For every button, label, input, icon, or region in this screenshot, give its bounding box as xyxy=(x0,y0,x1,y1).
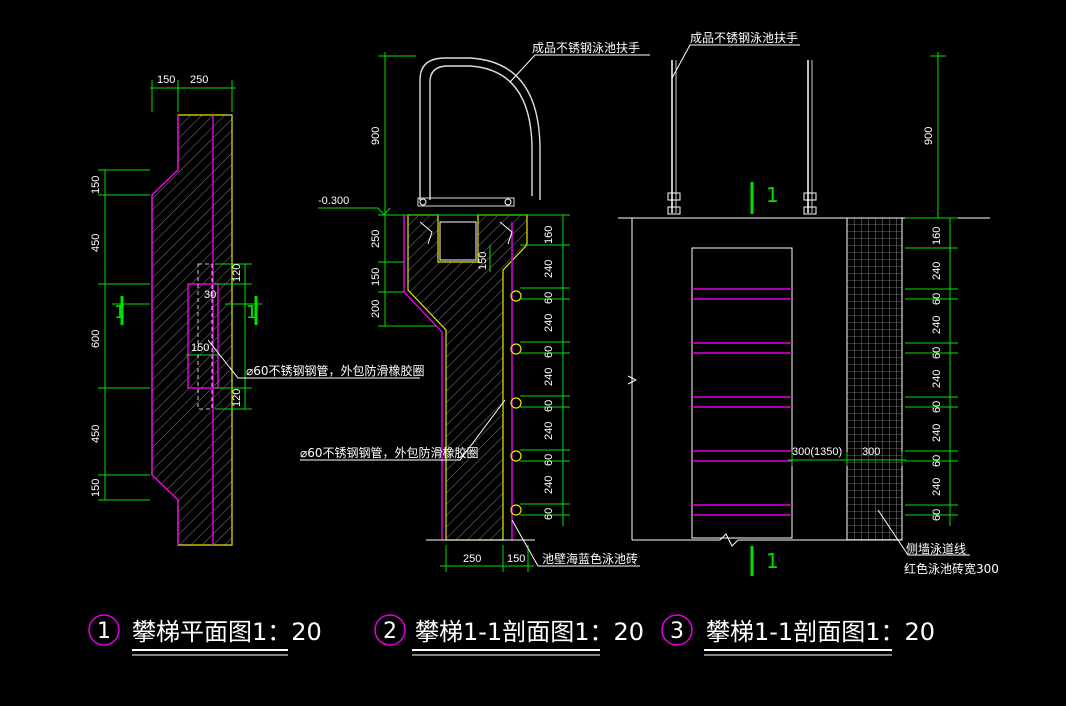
section2-dim-right-4: 240 xyxy=(543,314,555,332)
title-2-number: 2 xyxy=(383,619,397,644)
plan-section-mark-left: 1 xyxy=(114,302,125,323)
section2-dim-left-4: 200 xyxy=(370,300,382,318)
section3-handrail-note: 成品不锈钢泳池扶手 xyxy=(690,30,798,45)
plan-pipe-recess xyxy=(187,283,219,389)
title-2: 2 攀梯1-1剖面图1：20 xyxy=(374,614,644,656)
section3-dim-right-2: 240 xyxy=(931,262,943,280)
section2-level: -0.300 xyxy=(318,195,349,207)
section2-dim-right-9: 60 xyxy=(543,454,555,466)
section2-pipes xyxy=(510,290,522,516)
section2-dim-inner-150: 150 xyxy=(477,252,489,270)
plan-dim-left-2: 450 xyxy=(90,234,102,252)
plan-section-mark-right: 1 xyxy=(246,302,257,323)
section3-lane-tiles xyxy=(846,217,903,541)
title-1-number: 1 xyxy=(97,619,111,644)
section2-dim-bottom-1: 250 xyxy=(463,553,481,565)
section2-pipe-note: ⌀60不锈钢钢管，外包防滑橡胶圈 xyxy=(300,445,479,460)
section3-dim-right-11: 60 xyxy=(931,509,943,521)
section2-view: -0.300 900 250 150 200 150 160 xyxy=(300,40,650,572)
section2-dim-right-2: 240 xyxy=(543,260,555,278)
plan-dim-top-1: 150 xyxy=(157,74,175,86)
title-3-text: 攀梯1-1剖面图1：20 xyxy=(706,618,935,646)
plan-dim-30: 30 xyxy=(204,289,216,301)
section2-dim-right-5: 60 xyxy=(543,346,555,358)
section3-rungs xyxy=(692,288,792,516)
section3-mark-top: 1 xyxy=(766,183,779,207)
section3-ladder-plate xyxy=(691,247,793,539)
section2-handrail xyxy=(419,57,541,200)
section3-dim-right-3: 60 xyxy=(931,293,943,305)
section3-view: 1 1 900 160 240 60 240 60 240 xyxy=(618,30,999,576)
section2-dim-right-10: 240 xyxy=(543,476,555,494)
section2-wall-body xyxy=(407,214,528,541)
section3-dim-right-9: 60 xyxy=(931,455,943,467)
section2-right-dims: 160 240 60 240 60 240 60 240 60 240 60 xyxy=(520,214,570,526)
section2-dim-left-3: 150 xyxy=(370,268,382,286)
section3-lane-note-2: 红色泳池砖宽300 xyxy=(904,561,999,576)
plan-dim-left-3: 600 xyxy=(90,330,102,348)
section3-dim-900: 900 xyxy=(923,127,935,145)
section2-dim-right-3: 60 xyxy=(543,292,555,304)
section2-dim-bottom-2: 150 xyxy=(507,553,525,565)
section3-mark-bottom: 1 xyxy=(766,549,779,573)
plan-dim-left-1: 150 xyxy=(90,176,102,194)
section3-dim-right-8: 240 xyxy=(931,424,943,442)
section3-right-dims: 160 240 60 240 60 240 60 240 60 240 60 xyxy=(905,217,958,526)
title-1: 1 攀梯平面图1：20 xyxy=(88,614,322,656)
plan-wall-body xyxy=(151,114,233,546)
plan-dim-right-1: 120 xyxy=(231,264,243,282)
title-3: 3 攀梯1-1剖面图1：20 xyxy=(661,614,935,656)
title-1-text: 攀梯平面图1：20 xyxy=(132,618,322,646)
section2-dim-right-8: 240 xyxy=(543,422,555,440)
title-2-text: 攀梯1-1剖面图1：20 xyxy=(415,618,644,646)
title-3-number: 3 xyxy=(670,619,684,644)
section3-dim-right-6: 240 xyxy=(931,370,943,388)
section3-width-dim-1: 300(1350) xyxy=(792,446,842,458)
plan-dim-left-4: 450 xyxy=(90,425,102,443)
plan-pipe-note: ⌀60不锈钢钢管，外包防滑橡胶圈 xyxy=(246,363,425,378)
section3-width-dim-2: 300 xyxy=(862,446,880,458)
section3-lane-note-1: 侧墙泳道线 xyxy=(906,542,966,556)
section3-dim-right-5: 60 xyxy=(931,347,943,359)
section3-dim-right-1: 160 xyxy=(931,227,943,245)
plan-view: 150 250 150 450 600 450 150 120 120 30 1… xyxy=(90,74,425,546)
section2-dim-left-2: 250 xyxy=(370,230,382,248)
section2-handrail-note: 成品不锈钢泳池扶手 xyxy=(532,40,640,55)
plan-dim-top-2: 250 xyxy=(190,74,208,86)
plan-dim-right-2: 120 xyxy=(231,389,243,407)
section2-dim-right-6: 240 xyxy=(543,368,555,386)
plan-dim-left-5: 150 xyxy=(90,479,102,497)
section2-tile-note: 池壁海蓝色泳池砖 xyxy=(542,551,638,566)
section3-dim-right-7: 60 xyxy=(931,401,943,413)
plan-outline xyxy=(151,115,179,545)
section2-dim-left-1: 900 xyxy=(370,127,382,145)
section2-dim-right-7: 60 xyxy=(543,400,555,412)
section3-dim-right-4: 240 xyxy=(931,316,943,334)
section3-dim-right-10: 240 xyxy=(931,478,943,496)
plan-dim-150: 150 xyxy=(191,342,209,354)
section2-dim-right-1: 160 xyxy=(543,226,555,244)
section2-dim-right-11: 60 xyxy=(543,508,555,520)
